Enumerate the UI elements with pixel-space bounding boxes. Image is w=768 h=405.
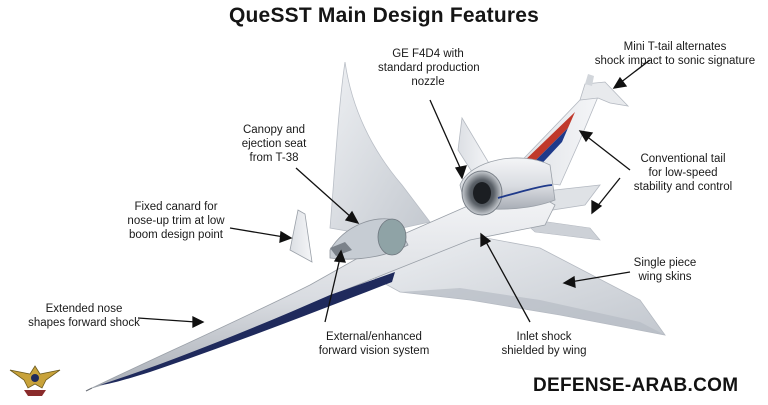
callout-canopy: Canopy and ejection seat from T-38 bbox=[232, 123, 316, 165]
canard bbox=[289, 209, 313, 263]
callout-line: forward vision system bbox=[318, 345, 430, 357]
callout-wing-skins: Single piece wing skins bbox=[622, 256, 708, 284]
callout-line: Fixed canard for bbox=[134, 201, 218, 213]
callout-line: shock impact to sonic signature bbox=[594, 55, 756, 67]
callout-line: wing skins bbox=[638, 271, 692, 283]
callout-line: Single piece bbox=[633, 257, 697, 269]
page-title: QueSST Main Design Features bbox=[229, 4, 539, 27]
watermark: DEFENSE-ARAB.COM bbox=[533, 375, 739, 396]
callout-line: Inlet shock bbox=[516, 331, 572, 343]
callout-inlet-shock: Inlet shock shielded by wing bbox=[492, 330, 596, 358]
callout-line: shapes forward shock bbox=[28, 317, 140, 329]
callout-vision-system: External/enhanced forward vision system bbox=[316, 330, 432, 358]
callout-line: standard production bbox=[378, 62, 480, 74]
callout-canard: Fixed canard for nose-up trim at low boo… bbox=[116, 200, 236, 242]
eagle-logo-icon bbox=[9, 365, 61, 396]
callout-line: boom design point bbox=[129, 229, 223, 241]
navy-underside bbox=[100, 272, 395, 385]
callout-t-tail: Mini T-tail alternates shock impact to s… bbox=[590, 40, 760, 68]
callout-line: ejection seat bbox=[241, 138, 307, 150]
callout-conventional-tail: Conventional tail for low-speed stabilit… bbox=[618, 152, 748, 194]
callout-line: GE F4D4 with bbox=[392, 48, 464, 60]
callout-line: from T-38 bbox=[249, 152, 299, 164]
callout-line: Mini T-tail alternates bbox=[623, 41, 727, 53]
leader-lines bbox=[137, 59, 651, 329]
callout-engine: GE F4D4 with standard production nozzle bbox=[378, 47, 480, 89]
callout-line: shielded by wing bbox=[501, 345, 587, 357]
callout-line: for low-speed bbox=[648, 167, 718, 179]
callout-line: nozzle bbox=[411, 76, 445, 88]
callout-line: Conventional tail bbox=[640, 153, 726, 165]
callout-line: Extended nose bbox=[45, 303, 123, 315]
callout-line: Canopy and bbox=[242, 124, 306, 136]
callout-extended-nose: Extended nose shapes forward shock bbox=[24, 302, 144, 330]
callout-line: nose-up trim at low bbox=[127, 215, 225, 227]
callout-line: stability and control bbox=[633, 181, 733, 193]
callout-line: External/enhanced bbox=[326, 331, 422, 343]
